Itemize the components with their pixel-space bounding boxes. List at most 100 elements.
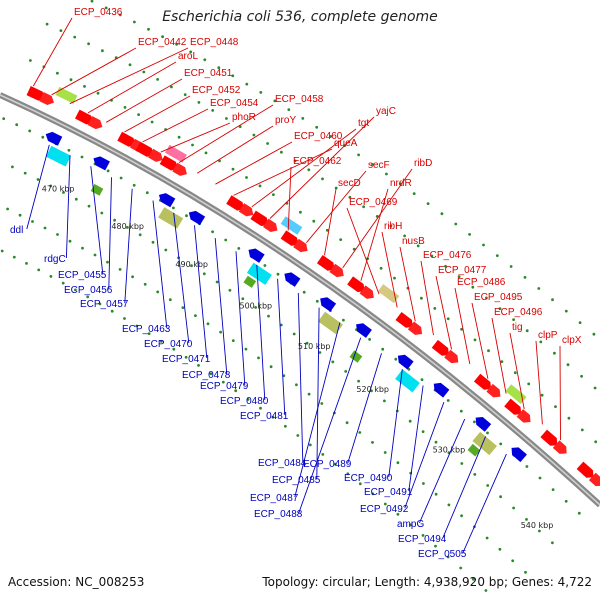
tick-mark [594, 440, 598, 444]
tick-mark [357, 379, 360, 383]
tick-mark [175, 42, 179, 46]
forward-gene [516, 409, 531, 423]
tick-mark [244, 347, 248, 351]
tick-mark [68, 239, 72, 243]
tick-mark [147, 332, 151, 335]
tick-mark [447, 503, 451, 507]
tick-mark [408, 419, 412, 423]
tick-mark [145, 191, 149, 195]
tick-mark [460, 462, 464, 465]
tick-mark [56, 71, 59, 75]
tick-mark [83, 85, 86, 88]
forward-gene-arrow [504, 398, 522, 415]
reverse-gene-arrow [45, 131, 63, 146]
forward-gene-arrow [75, 109, 94, 125]
tick-mark [407, 367, 411, 371]
label-leader-forward [360, 188, 389, 281]
tick-mark [357, 153, 360, 157]
reverse-gene [511, 447, 527, 463]
reverse-gene-arrow [284, 272, 301, 287]
gene-label-reverse: ECP_0485 [272, 475, 321, 486]
tick-mark [49, 184, 53, 188]
kbp-label: 490 kbp [175, 260, 208, 269]
tick-mark [471, 285, 475, 289]
tick-mark [379, 266, 383, 270]
tick-mark [74, 197, 78, 201]
gene-label-forward: tgt [358, 118, 369, 129]
tick-mark [106, 169, 110, 173]
tick-mark [525, 518, 528, 521]
tick-mark [119, 176, 123, 180]
label-leader-reverse [152, 200, 168, 329]
forward-gene [250, 210, 269, 227]
tick-mark [389, 224, 393, 228]
gene-label-reverse: ECP_0457 [80, 299, 129, 310]
gene-block-outer-box [377, 284, 400, 304]
gene-block-outer-box [280, 216, 303, 235]
tick-mark [147, 27, 150, 31]
label-leader-reverse [277, 278, 286, 416]
tick-mark [362, 205, 365, 209]
tick-mark [434, 492, 438, 496]
gene-label-reverse: ECP_0478 [182, 370, 231, 381]
tick-mark [209, 372, 213, 376]
tick-mark [202, 272, 206, 276]
tick-mark [329, 135, 333, 138]
tick-mark [2, 117, 6, 120]
forward-gene-arrow [159, 155, 178, 171]
forward-gene [329, 263, 344, 278]
gene-label-reverse: ECP_0456 [64, 285, 113, 296]
tick-mark [231, 167, 235, 171]
tick-mark [523, 276, 527, 279]
tick-mark [272, 193, 275, 197]
gene-label-forward: ECP_0452 [192, 85, 241, 96]
tick-mark [25, 262, 28, 265]
tick-mark [219, 330, 223, 334]
tick-mark [459, 409, 463, 413]
label-leader-forward [399, 246, 416, 322]
gene-block-outer [280, 216, 303, 235]
label-leader-forward [471, 302, 489, 379]
tick-mark [284, 424, 287, 428]
forward-gene-arrow [329, 263, 344, 278]
tick-mark [412, 192, 416, 196]
label-leader-forward [51, 47, 137, 96]
forward-gene [135, 141, 154, 157]
small-gene-box-box [349, 350, 363, 363]
tick-mark [67, 148, 71, 152]
gene-label-reverse: ECP_0491 [364, 487, 413, 498]
label-leader-forward [324, 188, 337, 256]
tick-mark [321, 177, 324, 181]
gene-label-reverse: ECP_0479 [200, 381, 249, 392]
tick-mark [123, 317, 126, 320]
tick-mark [87, 42, 90, 46]
genome-summary-text: Topology: circular; Length: 4,938,920 bp… [262, 575, 592, 589]
tick-mark [551, 541, 554, 545]
forward-gene-arrow [588, 472, 600, 487]
gene-label-forward: secF [368, 160, 390, 171]
gene-block-inner-box [45, 145, 72, 167]
gene-label-forward: queA [334, 138, 358, 149]
reverse-gene [397, 354, 414, 370]
forward-gene-arrow [135, 141, 154, 157]
forward-gene [263, 218, 278, 232]
tick-mark [185, 214, 188, 218]
forward-gene [238, 203, 254, 217]
gene-block-inner-box [472, 431, 497, 456]
tick-mark [160, 340, 163, 343]
tick-mark [45, 22, 49, 26]
gene-block-inner [45, 145, 72, 167]
forward-gene [473, 373, 492, 390]
tick-mark [131, 275, 135, 279]
tick-mark [217, 66, 221, 70]
kbp-label: 540 kbp [521, 521, 554, 530]
tick-mark [578, 321, 582, 324]
forward-gene-arrow [473, 373, 492, 390]
gene-label-forward: ECP_0436 [74, 7, 123, 18]
tick-mark [106, 260, 109, 264]
tick-mark [62, 191, 65, 194]
tick-mark [86, 295, 90, 299]
tick-mark [485, 296, 488, 300]
tick-mark [293, 159, 297, 163]
